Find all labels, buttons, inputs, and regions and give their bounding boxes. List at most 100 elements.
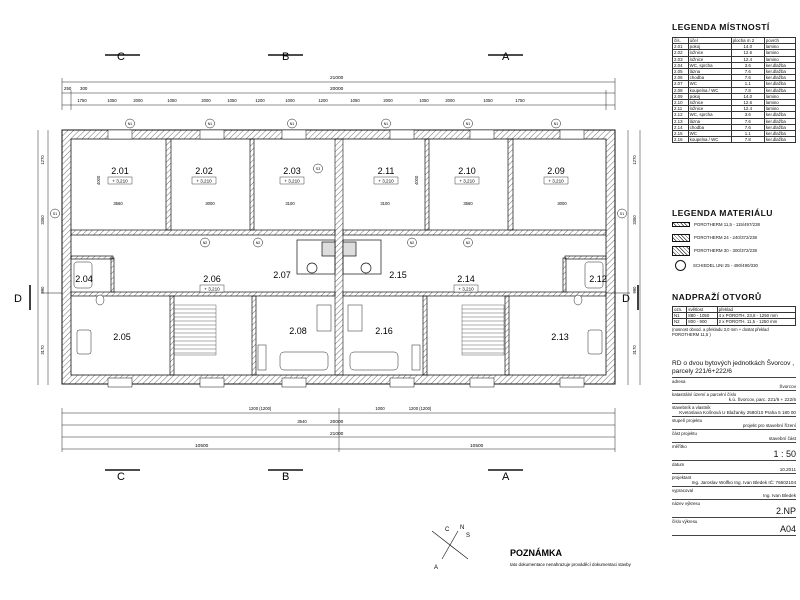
table-cell: ker.dlažba: [763, 111, 797, 119]
marker-circle: [381, 118, 391, 129]
material-item: POROTHERM 24 - 240/372/238: [672, 231, 796, 244]
top-dim-value: 1050: [167, 98, 177, 103]
axis-b-bottom: B: [282, 471, 289, 483]
room-number: 2.16: [375, 326, 393, 336]
room-level: + 3,210: [204, 287, 220, 292]
bottom-dim-value: 1000: [375, 406, 385, 411]
north-letter-n: N: [460, 525, 464, 531]
marker-label: N2: [256, 241, 261, 245]
dim-half-left: 10500: [195, 443, 209, 449]
dim-top-margin: 300: [80, 86, 88, 91]
marker-circle: [253, 237, 263, 248]
axis-markers-bottom: C B A: [105, 469, 523, 483]
project-heading: RD o dvou bytových jednotkách Švorcov , …: [672, 360, 796, 378]
table-cell: ker.dlažba: [763, 80, 797, 88]
level-box: [191, 176, 217, 185]
axis-c-top: C: [117, 51, 125, 63]
title-block-value: Ing. Ivan Bledek: [763, 493, 796, 498]
side-dim-value: 3350: [632, 215, 637, 225]
chimney-blocks: [306, 241, 372, 274]
north-letter-c: C: [445, 527, 450, 533]
window: [389, 377, 415, 388]
material-item: POROTHERM 11,5 - 115/497/238: [672, 218, 796, 231]
title-block-label: stavebník a vlastník: [672, 405, 711, 410]
title-block-value: A04: [779, 524, 796, 534]
top-dim-value: 1050: [419, 98, 429, 103]
room-dimension: 3560: [113, 201, 123, 206]
marker-circle: [463, 237, 473, 248]
title-block: RD o dvou bytových jednotkách Švorcov , …: [672, 360, 796, 536]
side-dimensions: [37, 130, 641, 385]
window: [559, 377, 585, 388]
marker-circle: [125, 118, 135, 129]
bottom-dim-value: 1200 (1200): [249, 406, 272, 411]
axis-b-top: B: [282, 51, 289, 63]
axis-d-left: D: [14, 293, 22, 305]
table-cell: 880 - 1050: [686, 312, 718, 320]
window: [469, 377, 495, 388]
room-number: 2.06: [203, 274, 221, 284]
table-cell: ker.dlažba: [763, 130, 797, 138]
table-cell: N1: [671, 312, 688, 320]
marker-circle: [617, 208, 627, 219]
table-cell: ker.dlažba: [763, 86, 797, 94]
level-box: [454, 176, 480, 185]
material-item: SCHIEDEL UNI 25 - 490/490/330: [672, 257, 796, 273]
dim-overall-bottom: 21000: [330, 431, 344, 437]
level-box: [543, 176, 569, 185]
room-number: 2.02: [195, 166, 213, 176]
window: [389, 129, 415, 140]
title-block-label: projektant: [672, 475, 692, 480]
north-letter-s: S: [466, 533, 470, 539]
title-block-value: stavební část: [768, 436, 796, 441]
table-cell: ker.dlažba: [763, 67, 797, 76]
room-dimension: 4000: [96, 175, 101, 185]
side-dim-value: 990: [40, 286, 45, 294]
title-block-value: projekt pro stavební řízení: [742, 423, 796, 428]
marker-circle: [205, 118, 215, 129]
room-number: 2.15: [389, 270, 407, 280]
title-block-value: 2.NP: [775, 506, 796, 516]
top-dim-value: 1000: [285, 98, 295, 103]
room-number: 2.08: [289, 326, 307, 336]
title-block-value: Kvetoslava Kolínová U Blažanky 2580/10 P…: [679, 410, 796, 415]
table-cell: 7.8: [730, 136, 765, 144]
top-dimensions: [61, 78, 616, 110]
marker-label: S1: [620, 212, 624, 216]
title-block-label: část projektu: [672, 431, 697, 436]
dim-inner-bottom: 20000: [330, 419, 344, 425]
material-legend-title: LEGENDA MATERIÁLU: [672, 208, 773, 218]
brick-300-icon: [672, 245, 690, 256]
level-box: [373, 176, 399, 185]
room-number: 2.09: [547, 166, 565, 176]
title-block-value: 1 : 50: [773, 449, 796, 459]
level-box: [279, 176, 305, 185]
room-number: 2.07: [273, 270, 291, 280]
table-cell: N2: [671, 318, 688, 326]
top-dim-value: 1050: [107, 98, 117, 103]
top-dim-value: 1200: [255, 98, 265, 103]
room-level: + 3,210: [196, 179, 212, 184]
party-wall: [334, 138, 344, 376]
dim-overall-top: 21000: [330, 75, 344, 81]
top-dim-value: 2000: [383, 98, 393, 103]
table-cell: 800 - 900: [686, 318, 718, 326]
room-legend-title: LEGENDA MÍSTNOSTÍ: [672, 22, 770, 32]
top-dim-value: 2000: [133, 98, 143, 103]
room-level: + 3,210: [284, 179, 300, 184]
room-number: 2.13: [551, 332, 569, 342]
marker-label: N1: [128, 122, 133, 126]
table-cell: ker.dlažba: [763, 123, 797, 132]
